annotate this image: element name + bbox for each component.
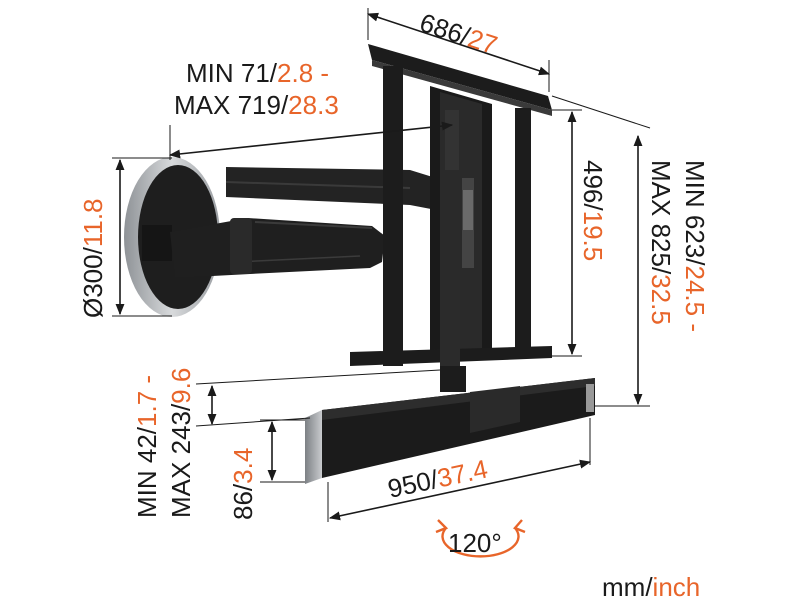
arm-reach-max-label: MAX 719/28.3 <box>174 90 339 120</box>
arm-reach-min-label: MIN 71/2.8 - <box>186 58 329 88</box>
soundbar <box>305 378 595 484</box>
frame-height-label: 496/19.5 <box>578 160 608 261</box>
soundbar-width-label: 950/37.4 <box>385 453 490 503</box>
total-height-max-label: MAX 825/32.5 <box>646 160 676 325</box>
tv-frame <box>350 44 552 392</box>
rotate-arrows-icon <box>435 519 526 558</box>
units-label: mm/inch <box>602 572 700 600</box>
top-width-label: 686/27 <box>416 7 501 60</box>
total-height-min-label: MIN 623/24.5 - <box>680 160 710 332</box>
rotation-angle-label: 120° <box>448 528 502 558</box>
dimension-lines <box>112 8 651 558</box>
tv-wall-mount-illustration <box>124 44 595 484</box>
wall-plate-diameter-label: Ø300/11.8 <box>78 198 108 318</box>
soundbar-height-label: 86/3.4 <box>228 448 258 520</box>
soundbar-offset-max-label: MAX 243/9.6 <box>166 368 196 518</box>
swing-arm <box>170 167 452 278</box>
soundbar-offset-min-label: MIN 42/1.7 - <box>132 375 162 518</box>
